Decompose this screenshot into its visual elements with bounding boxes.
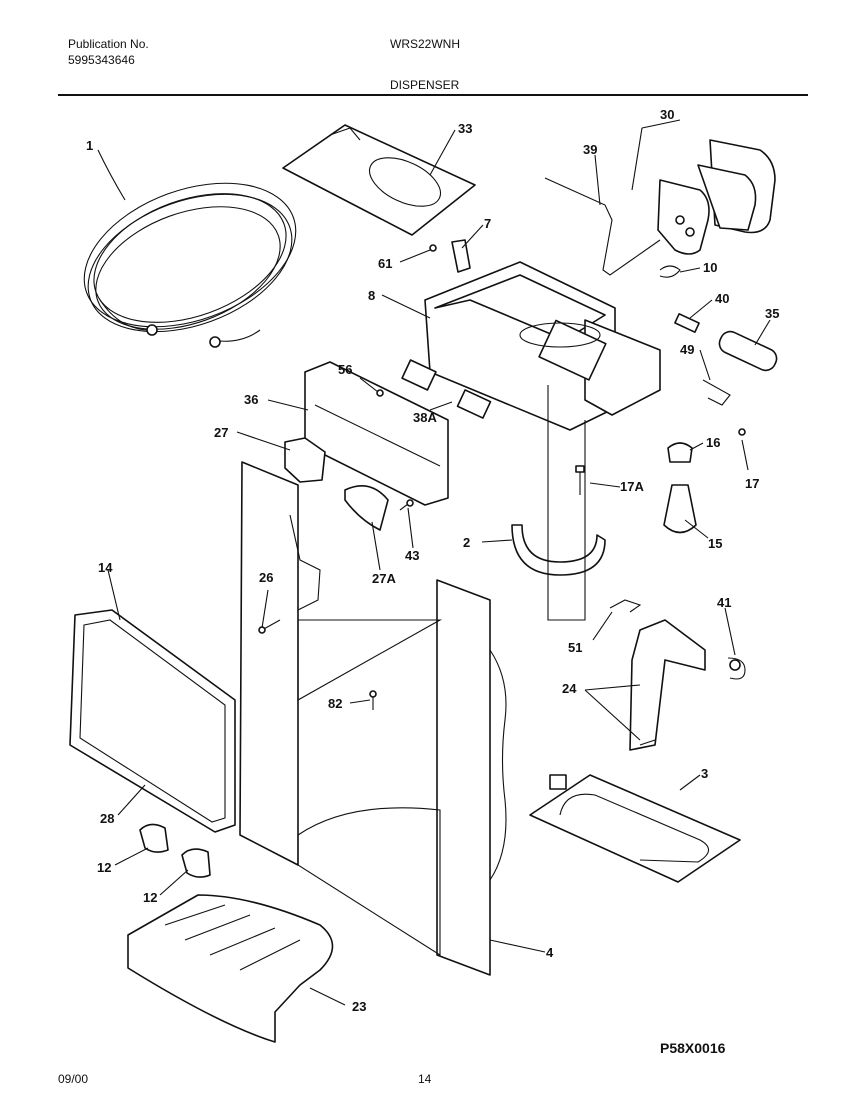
publication-label: Publication No. [68,37,149,51]
callout-8: 8 [368,288,375,303]
part-3-heater [529,774,741,883]
part-49-bracket [702,379,731,406]
part-16-valve [667,442,693,463]
part-30-filter-covers [657,139,776,255]
callout-43: 43 [405,548,419,563]
part-61-screw [429,244,437,252]
callout-82: 82 [328,696,342,711]
part-4-front-panel [436,579,507,976]
part-33-top-plate [282,124,476,236]
publication-number: 5995343646 [68,53,135,67]
part-1-gasket-coil [83,182,297,348]
callout-49: 49 [680,342,694,357]
leader-lines [97,119,771,1006]
callout-39: 39 [583,142,597,157]
footer-date: 09/00 [58,1072,89,1086]
diagram-code: P58X0016 [660,1040,726,1056]
callout-16: 16 [706,435,720,450]
callout-24: 24 [562,681,577,696]
part-35-solenoid [718,330,778,372]
section-title: DISPENSER [390,78,460,92]
part-23-drip-tray [127,894,334,1043]
callout-labels: 1 33 30 39 7 61 10 8 40 35 49 56 38A 36 … [86,107,779,1014]
page-number: 14 [418,1072,432,1086]
part-14-door [69,609,236,833]
part-7-bracket [451,239,471,273]
part-82-screw [369,690,377,710]
callout-41: 41 [717,595,731,610]
left-side-panel [239,461,321,866]
part-8-housing [424,261,661,431]
callout-15: 15 [708,536,722,551]
part-17A-screw [575,465,585,495]
callout-26: 26 [259,570,273,585]
callout-30: 30 [660,107,674,122]
part-12-clip-a [139,823,169,853]
callout-3: 3 [701,766,708,781]
part-41-spring [727,657,746,680]
part-27A-lever [344,484,389,531]
callout-17: 17 [745,476,759,491]
callout-28: 28 [100,811,114,826]
callout-4: 4 [546,945,554,960]
callout-7: 7 [484,216,491,231]
callout-12-a: 12 [97,860,111,875]
callout-51: 51 [568,640,582,655]
part-2-ring [511,524,606,576]
part-39-wire [544,177,661,276]
callout-27A: 27A [372,571,396,586]
part-12-clip-b [181,848,211,878]
part-56-screw [376,389,384,397]
part-26-screw [258,619,281,634]
model-number: WRS22WNH [390,37,461,51]
callout-56: 56 [338,362,352,377]
callout-40: 40 [715,291,729,306]
callout-17A: 17A [620,479,644,494]
callout-61: 61 [378,256,392,271]
callout-27: 27 [214,425,228,440]
part-43-screw [399,499,414,511]
part-24-arm [629,619,706,751]
callout-10: 10 [703,260,717,275]
part-40-fitting [674,313,700,333]
dispenser-base [297,619,443,956]
part-38A-switches [401,359,492,419]
part-27-hinge [284,437,326,483]
callout-1: 1 [86,138,93,153]
callout-36: 36 [244,392,258,407]
part-10-clip [659,265,681,278]
dispenser-column [519,322,601,621]
callout-38A: 38A [413,410,437,425]
callout-33: 33 [458,121,472,136]
part-51-clip [609,599,642,613]
header-rule [58,94,808,96]
callout-14: 14 [98,560,113,575]
callout-2: 2 [463,535,470,550]
part-15-nozzle [663,484,697,534]
callout-12-b: 12 [143,890,157,905]
callout-23: 23 [352,999,366,1014]
part-17-screw [738,428,746,436]
callout-35: 35 [765,306,779,321]
